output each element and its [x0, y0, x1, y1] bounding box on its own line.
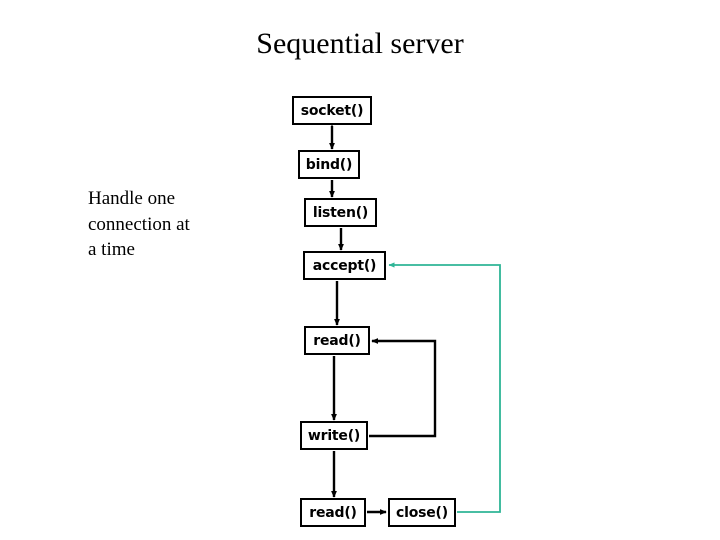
node-read-loop[interactable]: read() — [304, 326, 370, 355]
node-write-label: write() — [307, 427, 361, 444]
node-socket[interactable]: socket() — [292, 96, 372, 125]
node-listen[interactable]: listen() — [304, 198, 377, 227]
page-title: Sequential server — [256, 27, 464, 60]
node-accept[interactable]: accept() — [303, 251, 386, 280]
node-read-loop-label: read() — [313, 332, 361, 349]
edge-close-accept-loop — [388, 262, 501, 513]
node-listen-label: listen() — [312, 204, 369, 221]
node-bind[interactable]: bind() — [298, 150, 360, 179]
side-note-line-3: a time — [88, 239, 135, 260]
node-write[interactable]: write() — [300, 421, 368, 450]
edge-write-read-loop — [369, 338, 437, 438]
side-note-line-2: connection at — [88, 213, 190, 235]
node-close-label: close() — [396, 504, 448, 521]
side-note-line-1: Handle one — [88, 188, 176, 209]
side-note: Handle one connection at a time — [88, 186, 264, 263]
node-socket-label: socket() — [300, 102, 364, 119]
node-accept-label: accept() — [312, 257, 377, 274]
node-bind-label: bind() — [305, 156, 353, 173]
node-close[interactable]: close() — [388, 498, 456, 527]
node-read-final[interactable]: read() — [300, 498, 366, 527]
node-read-final-label: read() — [309, 504, 357, 521]
